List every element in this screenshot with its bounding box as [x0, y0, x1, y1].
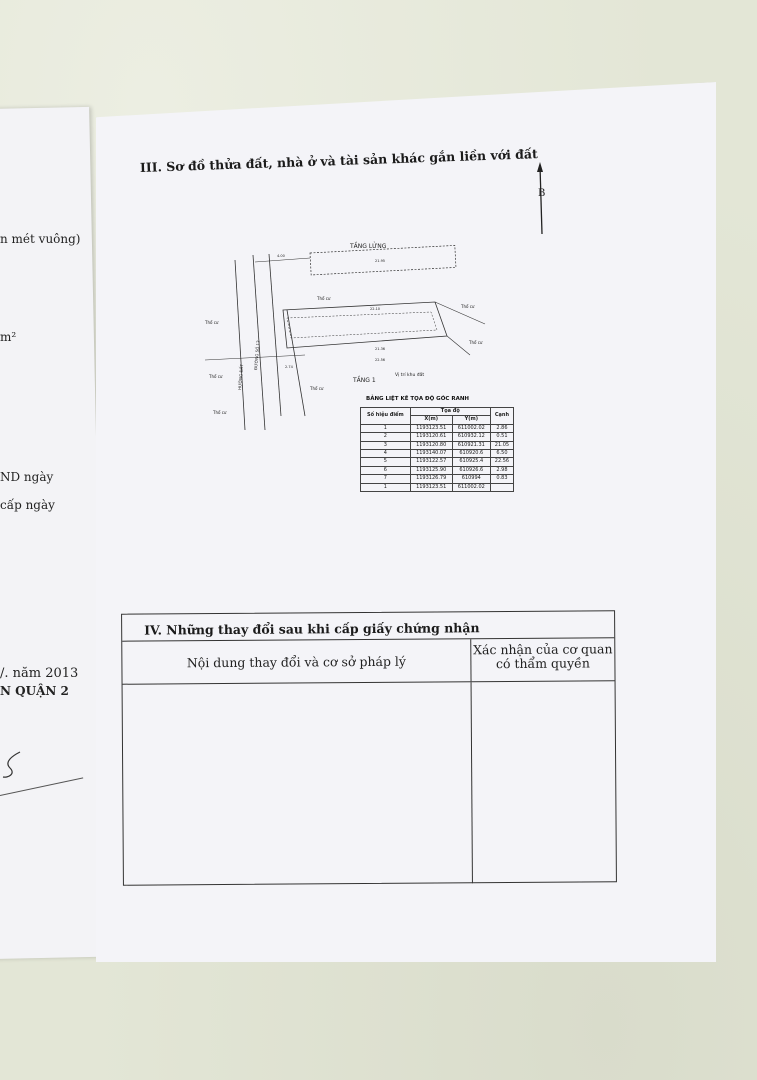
right-document-page	[96, 82, 716, 962]
table-cell-y: 610921.31	[451, 440, 491, 451]
left-page-line: N QUẬN 2	[0, 684, 69, 698]
left-page-line: n mét vuông)	[0, 232, 81, 246]
table-cell-p: 7	[360, 474, 411, 484]
changes-cell	[122, 682, 473, 886]
left-page-line: m²	[0, 330, 17, 344]
table-cell-y: 611002.02	[451, 482, 491, 493]
neighbor-label: Thổ cư	[212, 410, 227, 415]
table-cell-y: 610994	[451, 474, 491, 484]
neighbor-label: Thổ cư	[460, 304, 475, 309]
neighbor-label: Thổ cư	[309, 386, 324, 391]
table-cell-p: 6	[360, 465, 411, 476]
table-cell-x: 1193123.51	[409, 423, 453, 434]
table-cell-edge: 0.83	[489, 474, 515, 484]
table-cell-edge: 0.51	[489, 432, 515, 442]
table-cell-edge: 2.86	[489, 423, 515, 434]
table-cell-edge: 22.56	[489, 457, 515, 467]
header-edge: Cạnh	[489, 407, 515, 425]
header-x: X(m)	[409, 415, 453, 425]
mezzanine-label: TẦNG LỬNG	[349, 242, 387, 250]
table-cell-y: 610926.6	[451, 465, 491, 476]
neighbor-label: Thổ cư	[204, 320, 219, 325]
dimension-side1: 4.00	[277, 254, 285, 258]
left-page-line: /. năm 2013	[0, 666, 79, 681]
neighbor-label: Thổ cư	[468, 340, 483, 345]
left-page-line: cấp ngày	[0, 498, 55, 512]
header-point: Số hiệu điểm	[360, 407, 411, 425]
dimension-mid: 22.10	[370, 307, 380, 311]
table-cell-y: 610925.4	[451, 457, 491, 467]
north-label: B	[538, 188, 545, 199]
table-cell-y: 610932.12	[451, 432, 491, 442]
table-cell-x: 1193126.79	[409, 474, 453, 484]
table-cell-p: 1	[360, 423, 411, 434]
location-note: Vị trí khu đất	[395, 371, 424, 378]
table-cell-x: 1193125.90	[409, 465, 453, 476]
neighbor-label: Thổ cư	[316, 296, 331, 301]
table-cell-edge: 6.50	[489, 449, 515, 459]
header-y: Y(m)	[451, 415, 491, 425]
road-label: HƯỜNG ĐẤT	[237, 363, 244, 390]
table-cell-x: 1193123.51	[409, 482, 453, 493]
table-cell-y: 611002.02	[451, 423, 491, 434]
table-cell-y: 610920.6	[451, 449, 491, 459]
signature-mark	[2, 751, 21, 778]
table-cell-p: 1	[360, 482, 411, 493]
table-cell-p: 2	[360, 432, 411, 442]
table-cell-edge: 2.98	[489, 465, 515, 476]
coordinates-table-title: BẢNG LIỆT KÊ TỌA ĐỘ GÓC RANH	[366, 396, 470, 402]
left-page-line: ND ngày	[0, 470, 54, 484]
section-4-table: IV. Những thay đổi sau khi cấp giấy chứn…	[121, 610, 617, 886]
table-cell-p: 5	[360, 457, 411, 467]
dimension-bottom: 21.36	[375, 347, 385, 351]
table-cell-edge: 21.05	[489, 440, 515, 451]
north-arrow-icon: B	[537, 162, 545, 235]
table-cell-p: 4	[360, 449, 411, 459]
floor1-label: TẦNG 1	[352, 376, 376, 384]
dimension-side2: 2.74	[285, 365, 294, 369]
table-cell-p: 3	[360, 440, 411, 451]
header-coord: Tọa độ	[409, 406, 491, 417]
confirmation-header-line2: có thẩm quyền	[495, 655, 590, 672]
table-cell-edge	[489, 482, 515, 493]
site-plan-drawing: TẦNG LỬNG TẦNG 1 Vị trí khu đất ĐƯỜNG SỐ…	[204, 242, 486, 431]
table-cell-x: 1193122.57	[409, 457, 453, 467]
section-4-title: IV. Những thay đổi sau khi cấp giấy chứn…	[122, 611, 615, 642]
changes-column-header: Nội dung thay đổi và cơ sở pháp lý	[122, 639, 472, 684]
neighbor-label: Thổ cư	[208, 374, 223, 379]
table-cell-x: 1193120.80	[409, 440, 453, 451]
table-cell-x: 1193120.61	[409, 432, 453, 442]
street-label: ĐƯỜNG SỐ 12	[253, 340, 261, 370]
table-cell-x: 1193140.07	[409, 449, 453, 459]
confirmation-column-header: Xác nhận của cơ quan có thẩm quyền	[471, 638, 614, 681]
dimension-bottom2: 22.56	[375, 358, 385, 362]
dimension-top: 21.95	[375, 259, 385, 263]
